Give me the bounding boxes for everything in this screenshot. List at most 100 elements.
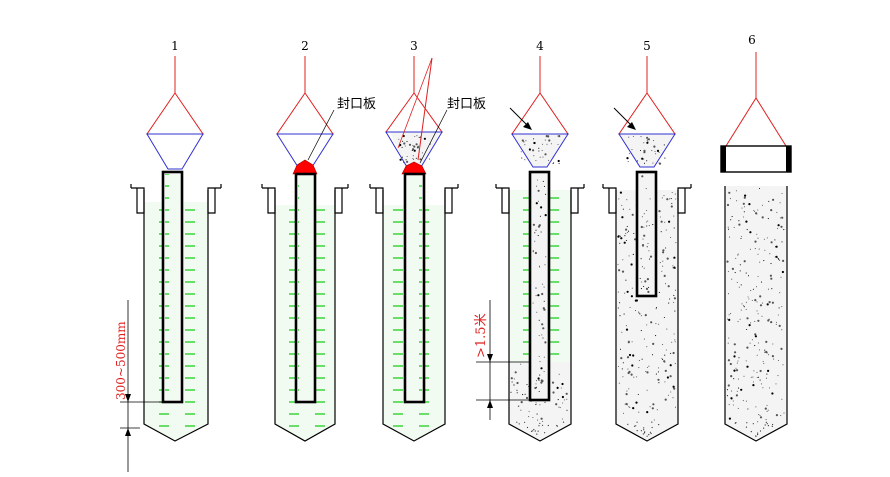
step-3-concrete-in-hopper: [390, 132, 440, 167]
step-2-seal-plate-label: 封口板: [337, 97, 376, 112]
concrete-speckle: [760, 281, 763, 283]
concrete-speckle: [653, 140, 655, 142]
concrete-speckle: [626, 290, 629, 293]
concrete-speckle: [673, 387, 676, 390]
concrete-speckle: [733, 378, 735, 380]
concrete-speckle: [624, 235, 626, 237]
concrete-speckle: [631, 341, 633, 343]
step-6-pile-outline: [724, 186, 788, 442]
concrete-speckle: [745, 308, 747, 310]
concrete-speckle: [632, 253, 634, 255]
concrete-speckle: [541, 143, 544, 145]
concrete-speckle: [631, 364, 634, 367]
concrete-speckle: [646, 366, 648, 369]
concrete-speckle: [538, 265, 540, 267]
concrete-speckle: [532, 430, 534, 432]
concrete-speckle: [557, 159, 560, 163]
concrete-speckle: [761, 204, 764, 206]
concrete-speckle: [670, 236, 672, 238]
concrete-speckle: [645, 371, 647, 373]
step-6-casing-band-left: [721, 146, 726, 172]
concrete-speckle: [729, 198, 731, 200]
concrete-speckle: [659, 216, 661, 218]
concrete-speckle: [748, 298, 750, 300]
concrete-speckle: [623, 313, 625, 315]
concrete-speckle: [674, 363, 676, 365]
concrete-speckle: [536, 433, 538, 435]
concrete-speckle: [542, 156, 544, 158]
concrete-speckle: [753, 370, 755, 372]
concrete-speckle: [631, 213, 634, 216]
concrete-speckle: [640, 258, 642, 260]
concrete-speckle: [538, 150, 540, 152]
concrete-speckle: [658, 291, 660, 293]
concrete-speckle: [766, 404, 768, 406]
concrete-speckle: [746, 229, 748, 231]
concrete-speckle: [565, 392, 568, 395]
concrete-speckle: [775, 383, 777, 385]
concrete-speckle: [730, 313, 732, 315]
concrete-speckle: [627, 368, 629, 370]
concrete-speckle: [640, 225, 643, 229]
concrete-speckle: [743, 206, 746, 208]
concrete-speckle: [629, 152, 631, 154]
concrete-speckle: [654, 150, 656, 152]
step-2-borehole-wall: [274, 190, 336, 442]
concrete-speckle: [635, 401, 638, 404]
concrete-speckle: [766, 423, 768, 425]
concrete-speckle: [752, 423, 754, 425]
concrete-speckle: [673, 297, 677, 300]
concrete-speckle: [537, 189, 540, 192]
concrete-speckle: [767, 369, 770, 372]
concrete-speckle: [532, 149, 535, 152]
concrete-speckle: [538, 379, 540, 381]
concrete-speckle: [528, 148, 532, 151]
concrete-speckle: [763, 238, 765, 240]
concrete-speckle: [761, 315, 763, 317]
step-6-concrete-speckles: [726, 187, 785, 437]
concrete-speckle: [751, 299, 753, 302]
concrete-speckle: [412, 145, 414, 147]
concrete-speckle: [765, 419, 767, 421]
concrete-speckle: [626, 157, 629, 160]
concrete-speckle: [539, 156, 541, 158]
concrete-speckle: [646, 389, 648, 391]
concrete-speckle: [537, 235, 539, 237]
concrete-speckle: [664, 369, 667, 372]
concrete-speckle: [728, 417, 732, 420]
concrete-speckle: [775, 414, 779, 417]
concrete-speckle: [416, 146, 419, 149]
concrete-speckle: [641, 266, 644, 268]
concrete-speckle: [672, 397, 674, 399]
concrete-speckle: [643, 427, 645, 429]
concrete-speckle: [520, 401, 523, 404]
concrete-speckle: [779, 217, 781, 219]
concrete-speckle: [642, 246, 644, 248]
concrete-speckle: [755, 212, 758, 215]
concrete-speckle: [771, 425, 773, 427]
concrete-speckle: [640, 288, 642, 290]
concrete-speckle: [673, 333, 675, 335]
concrete-speckle: [631, 287, 633, 289]
concrete-speckle: [726, 318, 729, 320]
concrete-speckle: [664, 381, 666, 383]
concrete-speckle: [779, 292, 781, 294]
concrete-speckle: [429, 143, 432, 145]
step-1-group: 300~500mm: [114, 56, 222, 472]
concrete-speckle: [541, 292, 544, 296]
concrete-speckle: [747, 408, 749, 410]
concrete-speckle: [561, 418, 563, 420]
step-4-hopper-cone: [511, 92, 569, 135]
concrete-speckle: [518, 423, 520, 425]
concrete-speckle: [522, 394, 524, 396]
concrete-speckle: [726, 389, 728, 391]
concrete-speckle: [524, 421, 526, 423]
concrete-speckle: [741, 303, 743, 305]
concrete-speckle: [643, 149, 646, 152]
concrete-speckle: [636, 421, 638, 423]
concrete-speckle: [620, 357, 623, 360]
concrete-speckle: [557, 143, 559, 146]
concrete-speckle: [423, 137, 426, 140]
concrete-speckle: [617, 291, 619, 293]
concrete-speckle: [743, 260, 746, 263]
